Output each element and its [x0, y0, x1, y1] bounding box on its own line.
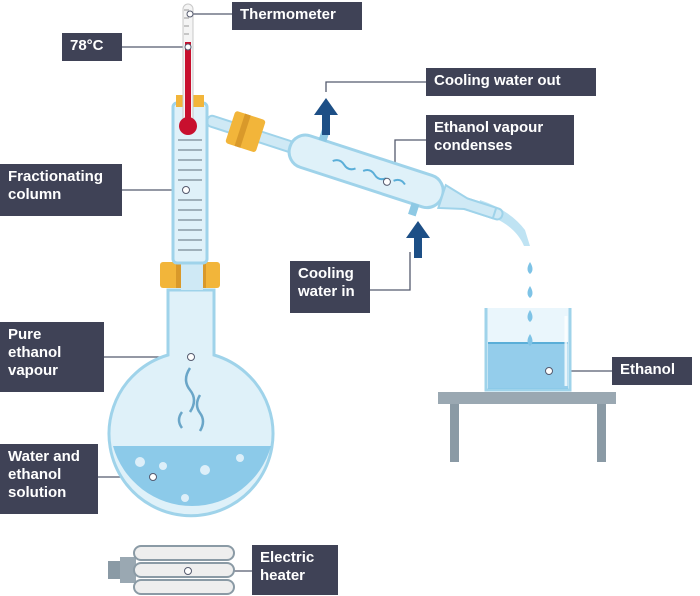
- table-icon: [438, 392, 616, 462]
- heater-icon: [108, 545, 235, 595]
- label-thermometer: Thermometer: [232, 2, 362, 30]
- label-text: Water and: [8, 448, 80, 465]
- label-text: vapour: [8, 362, 59, 379]
- beaker-icon: [484, 308, 572, 392]
- label-text: solution: [8, 484, 67, 501]
- drops-icon: [527, 262, 533, 346]
- label-electric-heater: Electric heater: [252, 545, 338, 595]
- label-text: ethanol: [8, 466, 62, 483]
- label-text: ethanol: [8, 344, 62, 361]
- label-text: Cooling: [298, 265, 354, 282]
- label-text: Cooling water out: [434, 72, 561, 89]
- label-text: Fractionating: [8, 168, 104, 185]
- label-text: column: [8, 186, 62, 203]
- label-text: Ethanol vapour: [434, 119, 544, 136]
- label-ethanol-vapour-condenses: Ethanol vapour condenses: [426, 115, 574, 165]
- label-fractionating-column: Fractionating column: [0, 164, 122, 216]
- label-text: Thermometer: [240, 6, 336, 23]
- label-temperature: 78°C: [62, 33, 122, 61]
- label-text: water in: [298, 283, 355, 300]
- label-text: Ethanol: [620, 361, 675, 378]
- label-text: heater: [260, 567, 306, 584]
- thermometer-icon: [179, 3, 197, 135]
- flask-icon: [107, 262, 275, 518]
- label-ethanol: Ethanol: [612, 357, 692, 385]
- label-pure-ethanol-vapour: Pure ethanol vapour: [0, 322, 104, 392]
- leader-lines: [98, 13, 612, 572]
- label-text: Electric: [260, 549, 315, 566]
- label-text: Pure: [8, 326, 42, 343]
- label-text: 78°C: [70, 37, 104, 54]
- label-text: condenses: [434, 137, 513, 154]
- water-arrow-icon: [314, 98, 430, 258]
- label-cooling-water-out: Cooling water out: [426, 68, 596, 96]
- label-water-ethanol-solution: Water and ethanol solution: [0, 444, 98, 514]
- label-cooling-water-in: Cooling water in: [290, 261, 370, 313]
